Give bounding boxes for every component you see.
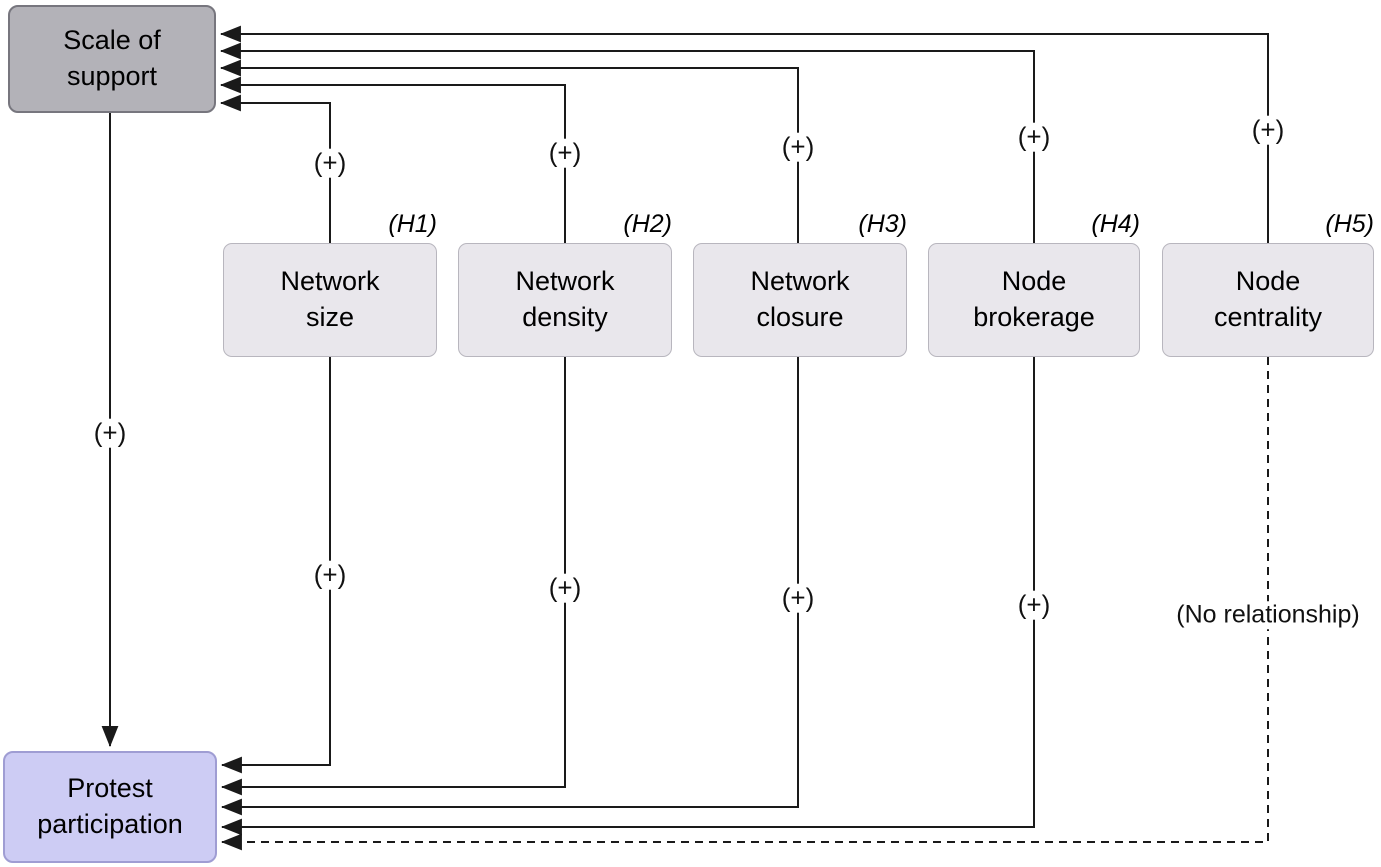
hypothesis-tag-h2: (H2) [623, 210, 672, 238]
arrow-network-density-to-participation [220, 357, 566, 796]
sign-closure-to-participation: (+) [778, 584, 818, 613]
hypothesis-tag-h3: (H3) [858, 210, 907, 238]
sign-size-to-participation: (+) [310, 561, 350, 590]
hypothesis-tag-h5: (H5) [1325, 210, 1374, 238]
node-centrality-box: Node centrality [1162, 243, 1374, 357]
network-size-label: Network size [280, 266, 380, 332]
sign-density-to-participation: (+) [545, 574, 585, 603]
no-relationship-label: (No relationship) [1173, 601, 1363, 629]
arrow-network-density-to-support [219, 76, 566, 243]
sign-size-to-support: (+) [310, 149, 350, 178]
hypothesis-tag-h1: (H1) [388, 210, 437, 238]
arrow-network-size-to-participation [220, 357, 331, 774]
scale-of-support-box: Scale of support [8, 5, 216, 113]
scale-of-support-label: Scale of support [63, 25, 161, 91]
node-brokerage-box: Node brokerage [928, 243, 1140, 357]
network-density-label: Network density [515, 266, 615, 332]
hypothesis-tag-h4: (H4) [1091, 210, 1140, 238]
node-brokerage-label: Node brokerage [973, 266, 1095, 332]
arrow-network-closure-to-support [219, 59, 799, 243]
protest-participation-label: Protest participation [37, 773, 183, 839]
network-closure-label: Network closure [750, 266, 850, 332]
arrow-node-centrality-to-participation-dashed [220, 357, 1269, 851]
network-closure-box: Network closure [693, 243, 907, 357]
arrow-network-closure-to-participation [220, 357, 799, 816]
arrow-node-centrality-to-support [219, 25, 1269, 243]
protest-participation-box: Protest participation [3, 751, 217, 863]
sign-density-to-support: (+) [545, 139, 585, 168]
sign-brokerage-to-support: (+) [1014, 123, 1054, 152]
sign-centrality-to-support: (+) [1248, 116, 1288, 145]
sign-brokerage-to-participation: (+) [1014, 591, 1054, 620]
sign-closure-to-support: (+) [778, 133, 818, 162]
arrow-network-size-to-support [219, 94, 331, 243]
network-size-box: Network size [223, 243, 437, 357]
network-density-box: Network density [458, 243, 672, 357]
arrow-node-brokerage-to-participation [220, 357, 1035, 836]
sign-support-to-participation: (+) [90, 419, 130, 448]
arrow-node-brokerage-to-support [219, 42, 1035, 243]
node-centrality-label: Node centrality [1213, 266, 1323, 332]
